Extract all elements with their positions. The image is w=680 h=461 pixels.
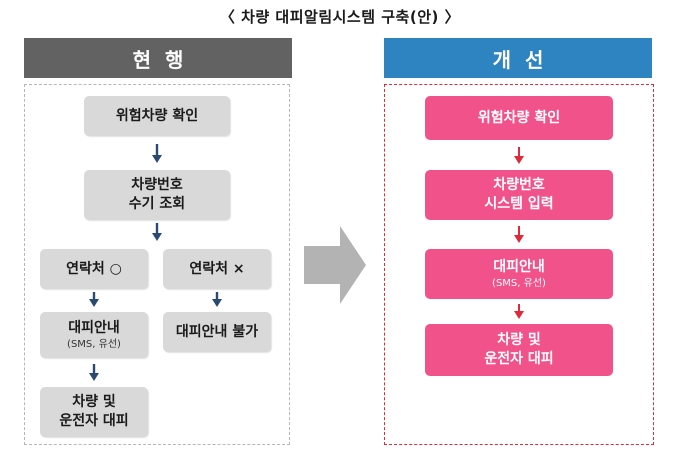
improved-step-evac-notice: 대피안내 (SMS, 유선) [425,249,613,299]
current-evacuate-line1: 차량 및 [72,394,116,410]
current-evac-notice-sub: (SMS, 유선) [67,338,121,350]
current-header: 현행 [24,38,292,78]
current-step-check-vehicle: 위험차량 확인 [84,96,230,136]
improved-step-evacuate-line2: 운전자 대피 [484,351,554,367]
current-step-manual-lookup: 차량번호 수기 조회 [84,170,230,220]
current-arrow-down-icon [212,292,222,307]
diagram-title: 〈 차량 대피알림시스템 구축(안) 〉 [219,8,461,26]
current-arrow-down-icon [152,223,162,241]
current-frame [24,84,290,445]
improved-step-evacuate: 차량 및 운전자 대피 [425,324,613,376]
current-step-manual-lookup-line1: 차량번호 [131,177,183,193]
current-evac-notice-label: 대피안내 [68,319,120,336]
current-notice-unavailable: 대피안내 불가 [163,312,271,352]
improved-arrow-down-icon [514,147,524,164]
improved-step-check-vehicle: 위험차량 확인 [425,96,613,140]
improved-frame [384,84,654,445]
improved-step-system-input-line1: 차량번호 [493,177,545,193]
current-arrow-down-icon [89,292,99,307]
improved-arrow-down-icon [514,226,524,243]
current-notice-unavailable-label: 대피안내 불가 [175,323,259,340]
improved-step-system-input-line2: 시스템 입력 [484,196,554,212]
current-contact-no-label: 연락처 × [189,260,245,277]
improved-arrow-down-icon [514,304,524,319]
improved-step-evac-notice-label: 대피안내 [493,258,545,275]
current-evac-notice: 대피안내 (SMS, 유선) [40,312,148,358]
current-arrow-down-icon [152,144,162,163]
current-arrow-down-icon [89,364,99,381]
improved-step-evacuate-line1: 차량 및 [497,332,541,348]
current-step-check-vehicle-label: 위험차량 확인 [115,107,199,124]
improved-header: 개선 [384,38,652,78]
improved-step-system-input: 차량번호 시스템 입력 [425,170,613,220]
improved-step-evac-notice-sub: (SMS, 유선) [492,277,546,289]
transition-arrow-icon [304,226,366,304]
current-evacuate-line2: 운전자 대피 [59,413,129,429]
current-contact-yes: 연락처 ○ [40,249,148,289]
current-step-manual-lookup-line2: 수기 조회 [128,196,186,212]
improved-step-check-vehicle-label: 위험차량 확인 [477,109,561,126]
current-evacuate: 차량 및 운전자 대피 [40,387,148,437]
current-contact-no: 연락처 × [163,249,271,289]
current-contact-yes-label: 연락처 ○ [66,260,122,277]
